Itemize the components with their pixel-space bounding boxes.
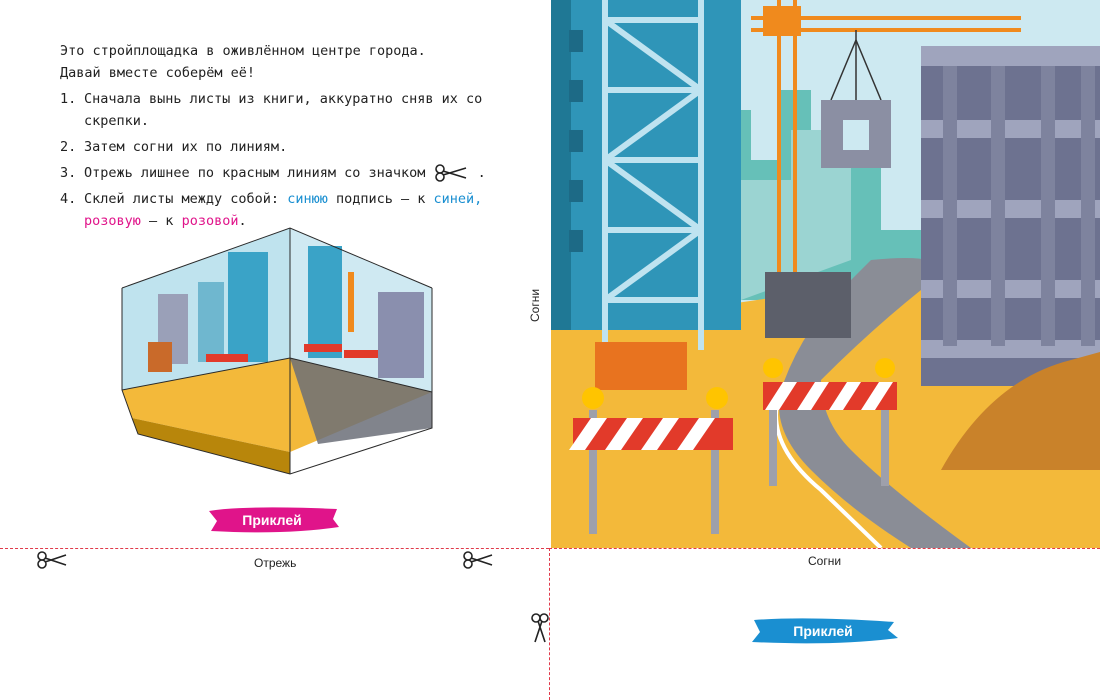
step-2: 2. Затем согни их по линиям. <box>60 136 530 158</box>
steps-list: 1. Сначала вынь листы из книги, аккуратн… <box>60 88 530 232</box>
pink-word: розовую <box>84 213 141 229</box>
blue-word: синюю <box>287 191 328 207</box>
step-4: 4. Склей листы между собой: синюю подпис… <box>60 188 530 232</box>
step-text-end: . <box>238 213 247 229</box>
pink-word-2: розовой <box>181 213 239 229</box>
step-text-end: . <box>477 165 486 181</box>
left-page: Это стройплощадка в оживлённом центре го… <box>0 0 549 700</box>
intro-line-2: Давай вместе соберём её! <box>60 65 256 81</box>
step-number: 3. <box>60 165 77 181</box>
step-number: 4. <box>60 191 77 207</box>
step-text: Отрежь лишнее по красным линиям со значк… <box>84 165 426 181</box>
scissors-icon <box>463 551 493 569</box>
step-number: 2. <box>60 139 77 155</box>
glue-here-blue-label: Приклей <box>748 616 898 646</box>
step-3: 3. Отрежь лишнее по красным линиям со зн… <box>60 162 530 184</box>
cut-label: Отрежь <box>254 556 297 570</box>
glue-here-pink-label: Приклей <box>205 505 339 535</box>
scissors-icon <box>531 613 549 643</box>
cut-line-vertical <box>549 548 550 700</box>
instructions: Это стройплощадка в оживлённом центре го… <box>60 40 530 236</box>
construction-scene-image <box>551 0 1100 548</box>
assembled-preview-image <box>121 227 433 475</box>
step-text: Сначала вынь листы из книги, аккуратно с… <box>84 91 483 129</box>
scissors-icon <box>434 164 466 182</box>
intro-line-1: Это стройплощадка в оживлённом центре го… <box>60 43 426 59</box>
step-text-mid: подпись – к <box>336 191 426 207</box>
scissors-icon <box>37 551 67 569</box>
cut-line <box>0 548 549 549</box>
step-text: Затем согни их по линиям. <box>84 139 288 155</box>
fold-label-vertical: Согни <box>528 288 542 322</box>
step-1: 1. Сначала вынь листы из книги, аккуратн… <box>60 88 530 132</box>
fold-label-horizontal: Согни <box>808 554 842 568</box>
step-text-mid-2: – к <box>149 213 174 229</box>
blue-word-2: синей, <box>433 191 483 207</box>
fold-line <box>549 548 1100 549</box>
step-number: 1. <box>60 91 77 107</box>
step-text: Склей листы между собой: <box>84 191 280 207</box>
